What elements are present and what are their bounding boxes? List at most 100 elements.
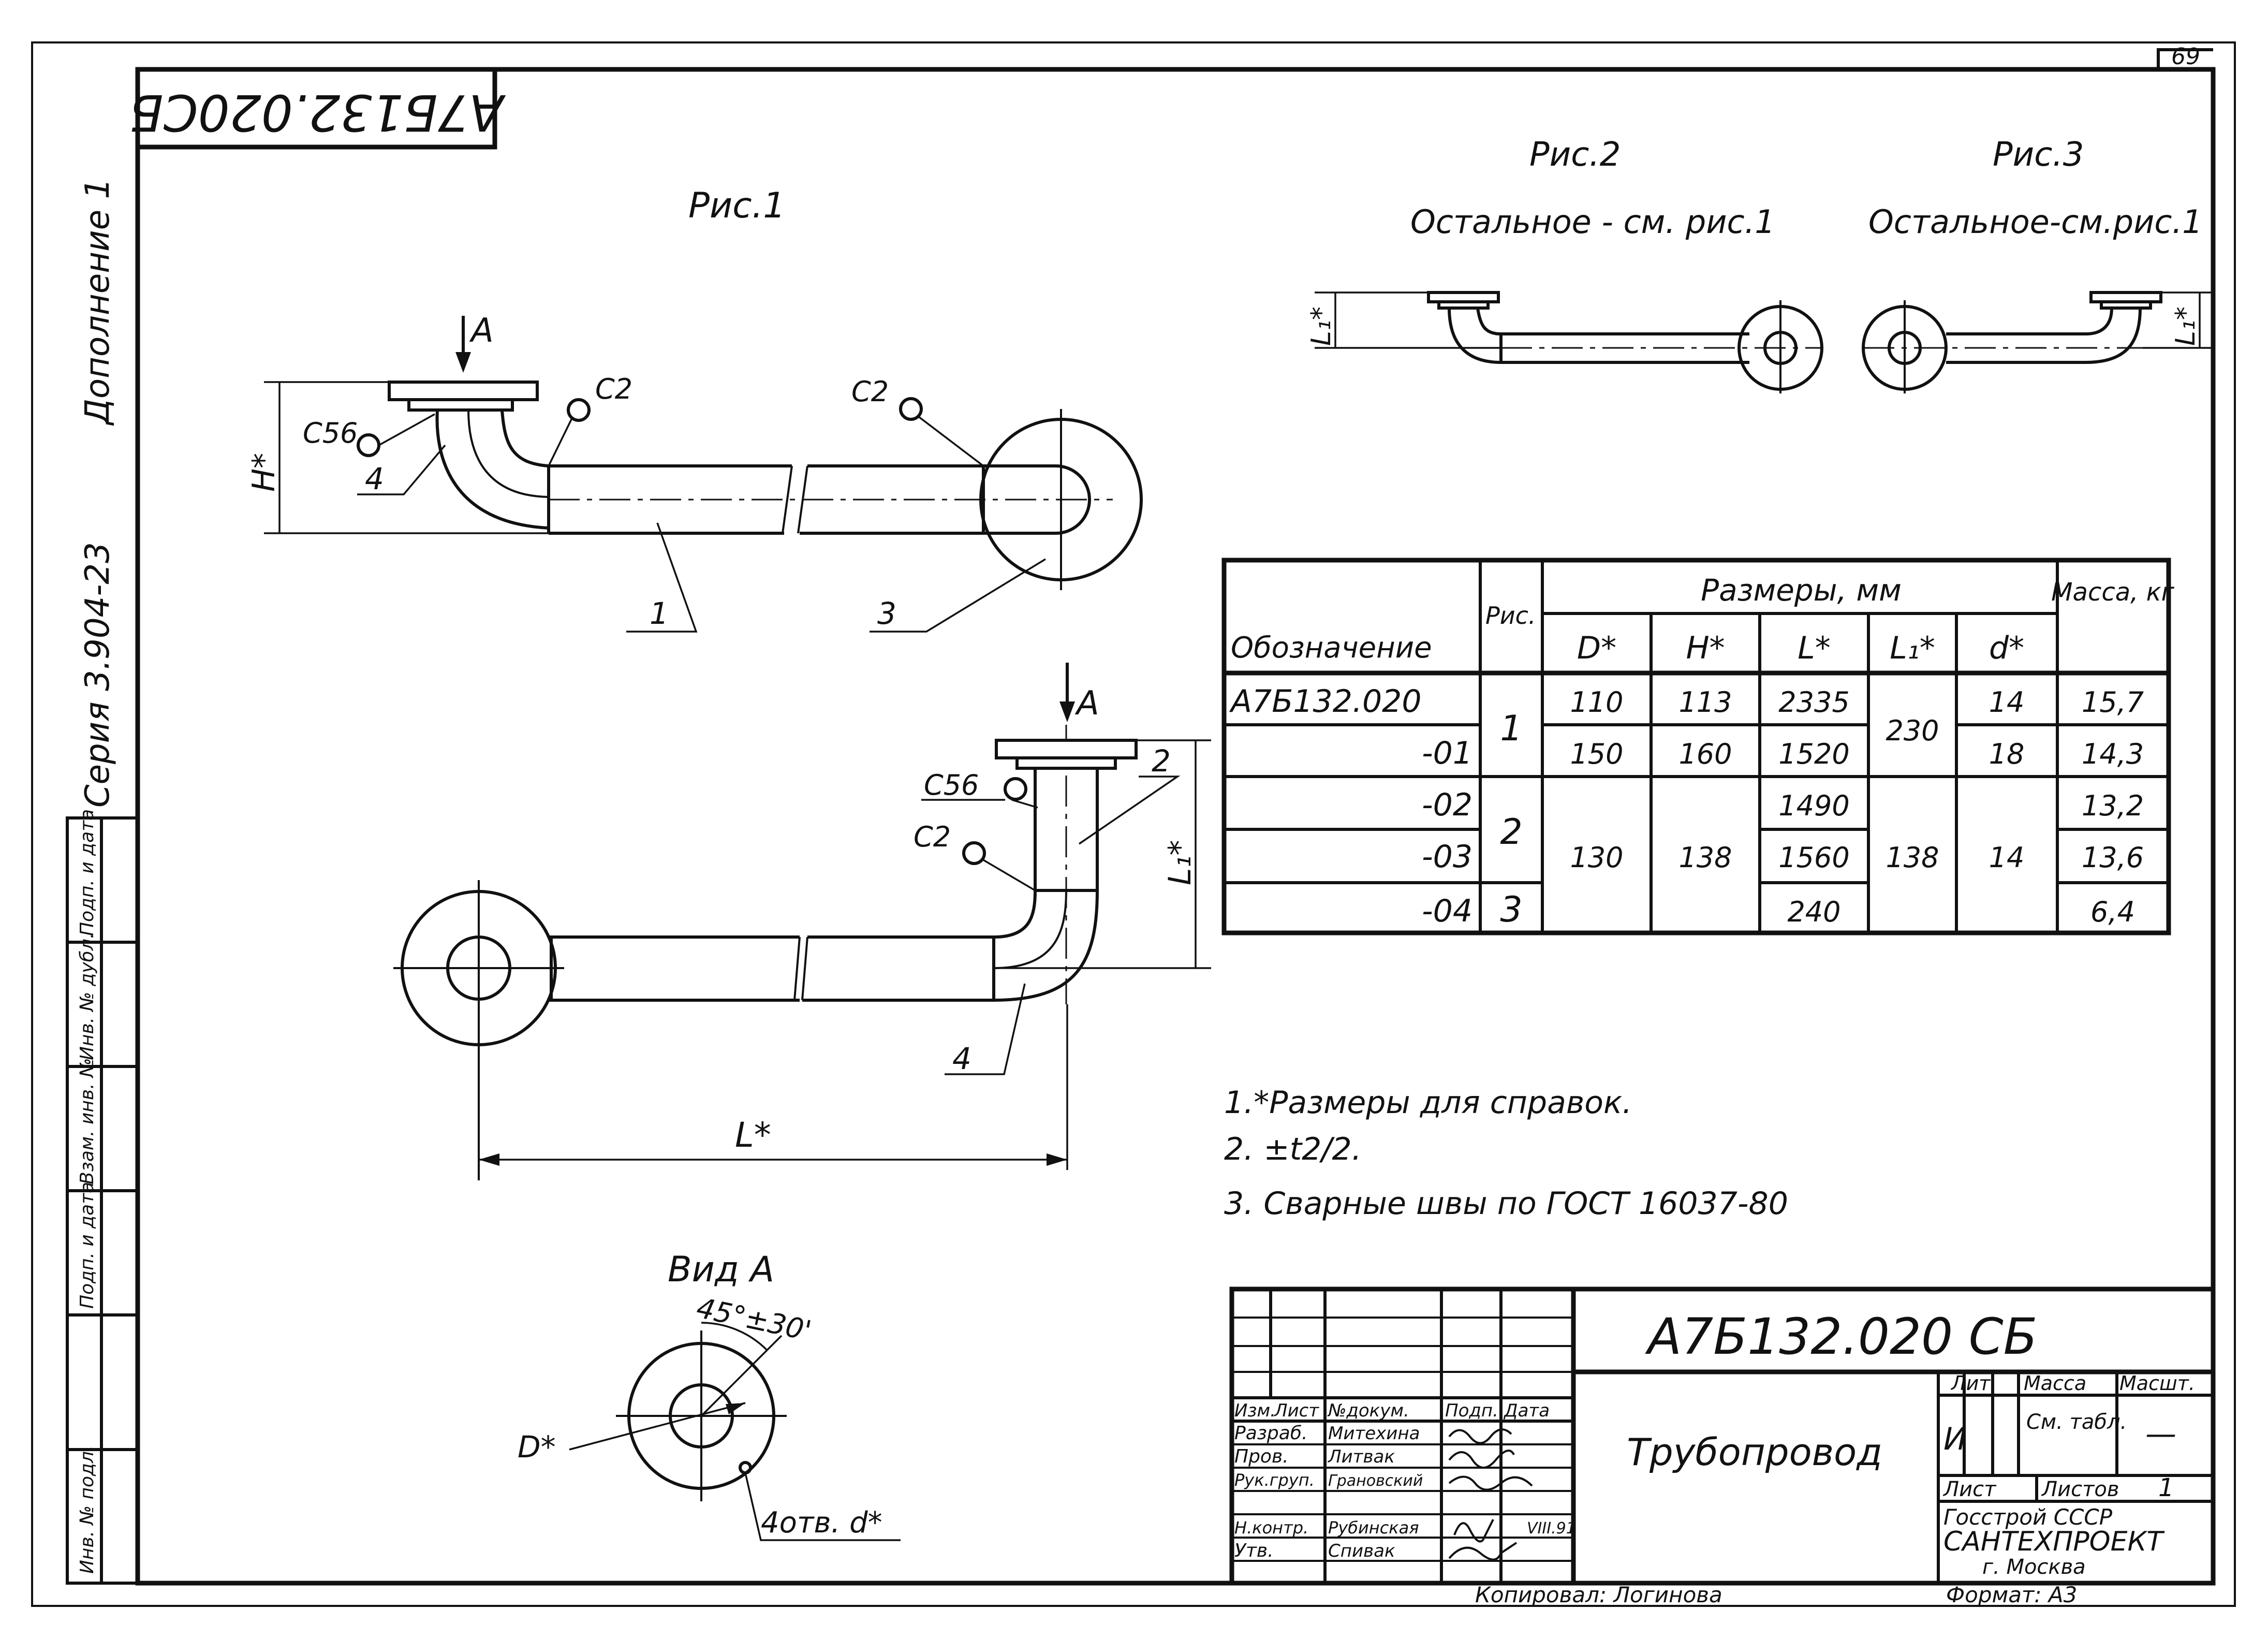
note-line: 1.*Размеры для справок. <box>1224 1085 1632 1121</box>
mass-value: См. табл. <box>2026 1410 2127 1434</box>
l1-dimension-label: L₁* <box>1306 306 1337 346</box>
cell-l: 1560 <box>1778 841 1849 874</box>
position-3-label: 3 <box>877 596 896 631</box>
cell-h: 160 <box>1678 738 1732 770</box>
l-dimension-label: L* <box>735 1115 771 1155</box>
copied-by: Копировал: Логинова <box>1475 1582 1722 1607</box>
signature <box>1448 1542 1518 1561</box>
head-date: Дата <box>1503 1400 1550 1421</box>
cell-l1: 230 <box>1886 714 1939 747</box>
row-designation: А7Б132.020 <box>1229 683 1422 720</box>
col-mass: Масса, кг <box>2051 578 2175 607</box>
cell-mass: 15,7 <box>2082 686 2144 719</box>
view-arrow-label: А <box>1074 684 1099 723</box>
signature <box>1448 1450 1515 1469</box>
title-name: Трубопровод <box>1627 1430 1882 1474</box>
position-4-label: 4 <box>365 461 384 496</box>
signature <box>1448 1475 1533 1491</box>
note-line: 2. ±t2/2. <box>1224 1131 1362 1167</box>
org-line: САНТЕХПРОЕКТ <box>1943 1526 2165 1557</box>
series-label: Серия 3.904-23 <box>79 542 117 808</box>
date-note: VIII.91 <box>1527 1519 1576 1538</box>
weld-c2-label: С2 <box>595 373 632 405</box>
signature <box>1448 1428 1512 1444</box>
holes-label: 4отв. d* <box>761 1506 882 1540</box>
cell-d: 150 <box>1570 738 1623 770</box>
view-a: Вид А 45°±30' D* 4отв. d* <box>518 1249 901 1541</box>
cell-mass: 13,6 <box>2082 841 2144 874</box>
notes: 1.*Размеры для справок. 2. ±t2/2. 3. Сва… <box>1224 1085 1788 1222</box>
title-block: А7Б132.020 СБ Трубопровод Изм. Лист №док… <box>1229 1286 2216 1586</box>
scale-value: — <box>2145 1416 2176 1452</box>
cell-l: 240 <box>1787 896 1840 928</box>
l1-dimension-label: L₁* <box>2170 306 2201 346</box>
weld-c56-label: С56 <box>303 417 358 449</box>
fig3-note: Остальное-см.рис.1 <box>1868 203 2203 241</box>
strip-label: Инв. № подл. <box>77 1445 98 1574</box>
sheets-label: Листов <box>2041 1478 2119 1501</box>
fig2-note: Остальное - см. рис.1 <box>1410 203 1775 241</box>
position-4-label: 4 <box>952 1041 971 1076</box>
head-list: Лист <box>1273 1400 1319 1421</box>
head-doc: №докум. <box>1327 1400 1409 1421</box>
sub-dd: d* <box>1989 630 2024 666</box>
cell-d: 130 <box>1570 841 1623 874</box>
role-label: Утв. <box>1234 1540 1274 1561</box>
sheet-label: Лист <box>1942 1478 1997 1501</box>
col-designation: Обозначение <box>1231 631 1432 665</box>
title-code: А7Б132.020 СБ <box>1645 1308 2038 1366</box>
sub-l: L* <box>1798 630 1830 666</box>
strip-label: Инв. № дубл. <box>77 933 98 1060</box>
head-sign: Подп. <box>1445 1400 1498 1421</box>
fig1-lower-view: А L₁* L* С56 С2 2 4 <box>393 663 1211 1180</box>
person-name: Рубинская <box>1328 1518 1419 1538</box>
cell-dd: 14 <box>1989 841 2025 874</box>
lit-label: Лит. <box>1950 1372 1997 1395</box>
org-line: Госстрой СССР <box>1943 1504 2113 1530</box>
signature <box>1453 1519 1494 1543</box>
cell-dd: 18 <box>1989 738 2025 770</box>
person-name: Грановский <box>1328 1472 1423 1490</box>
sub-l1: L₁* <box>1890 630 1935 666</box>
view-arrow-label: А <box>469 312 494 350</box>
row-designation: -04 <box>1422 893 1472 929</box>
fig2-view: Рис.2 Остальное - см. рис.1 L₁* <box>1306 136 1823 393</box>
lit-value: И <box>1943 1421 1967 1457</box>
person-name: Спивак <box>1328 1541 1395 1561</box>
scale-label: Масшт. <box>2119 1372 2195 1395</box>
sub-h: H* <box>1686 630 1725 666</box>
role-label: Н.контр. <box>1234 1518 1308 1538</box>
view-a-title: Вид А <box>668 1249 774 1290</box>
fig3-title: Рис.3 <box>1993 136 2084 174</box>
fig1-title: Рис.1 <box>688 185 785 226</box>
sheet-number: 69 <box>2171 43 2200 70</box>
stamp-box: А7Б132.020СБ <box>129 67 506 150</box>
person-name: Литвак <box>1327 1446 1395 1467</box>
row-designation: -01 <box>1422 735 1472 771</box>
row-designation: -02 <box>1422 787 1472 823</box>
cell-mass: 14,3 <box>2082 738 2144 770</box>
cell-mass: 13,2 <box>2082 789 2144 822</box>
fig1-upper-view: Рис.1 Н* А С2 <box>246 185 1143 633</box>
row-figure: 3 <box>1500 889 1522 930</box>
note-line: 3. Сварные швы по ГОСТ 16037-80 <box>1224 1186 1788 1222</box>
cell-l: 2335 <box>1778 686 1849 719</box>
col-figure: Рис. <box>1485 602 1536 630</box>
fig2-title: Рис.2 <box>1529 136 1621 174</box>
stamp-code: А7Б132.020СБ <box>129 83 506 141</box>
head-izm: Изм. <box>1234 1400 1276 1421</box>
row-figure: 1 <box>1500 708 1522 749</box>
h-dimension-label: Н* <box>246 453 282 492</box>
cell-mass: 6,4 <box>2090 896 2135 928</box>
fig3-view: Рис.3 Остальное-см.рис.1 L₁* <box>1862 136 2213 393</box>
col-dimensions: Размеры, мм <box>1701 573 1902 608</box>
strip-label: Взам. инв. № <box>77 1058 98 1184</box>
sheets-value: 1 <box>2158 1473 2174 1502</box>
row-designation: -03 <box>1422 839 1472 875</box>
cell-dd: 14 <box>1989 686 2025 719</box>
strip-label: Подп. и дата <box>77 809 98 936</box>
cell-h: 138 <box>1678 841 1732 874</box>
addition-label: Дополнение 1 <box>79 178 117 426</box>
cell-d: 110 <box>1570 686 1623 719</box>
